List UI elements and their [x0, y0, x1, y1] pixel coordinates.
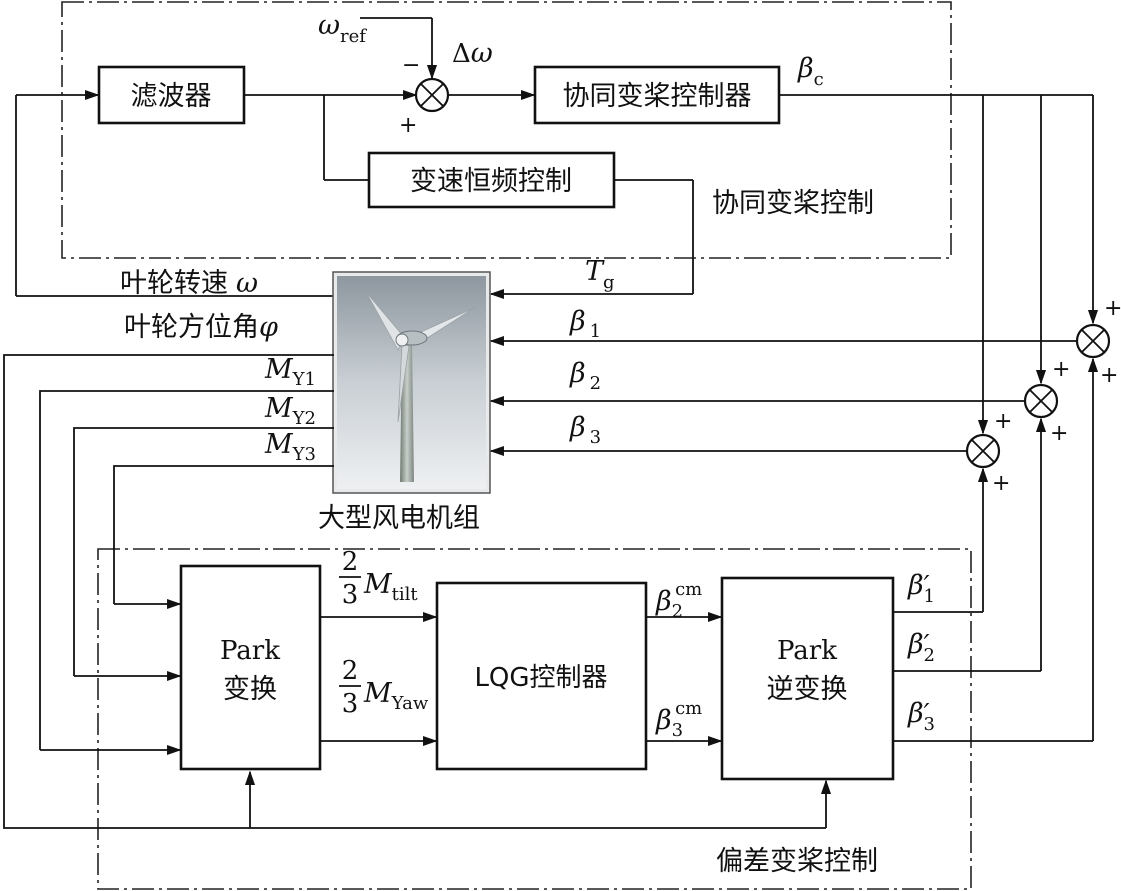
- my2-line: [73, 427, 334, 676]
- svg-text:2: 2: [342, 547, 359, 577]
- sum3-plus-bottom: +: [992, 471, 1010, 496]
- individual-pitch-region: [97, 548, 972, 890]
- my1-line: [39, 390, 334, 750]
- my3-label: MY3: [264, 429, 316, 465]
- beta-c-label: βc: [797, 53, 824, 90]
- beta3cm-label: β3cm: [655, 698, 702, 741]
- svg-text:3: 3: [342, 689, 359, 719]
- vscf-label: 变速恒频控制: [410, 166, 572, 197]
- filter-block: [97, 65, 246, 125]
- sum2-plus-bottom: +: [1050, 421, 1068, 446]
- svg-text:Mtilt: Mtilt: [363, 569, 418, 605]
- svg-text:3: 3: [342, 580, 359, 610]
- park-label-2: 变换: [223, 674, 277, 705]
- azimuth-feedback-line: [3, 354, 334, 829]
- beta2cm-label: β2cm: [655, 579, 702, 622]
- park-label-1: Park: [220, 636, 280, 666]
- m-yaw-label: 2 3 MYaw: [339, 656, 429, 719]
- speed-error-summer: [414, 77, 450, 113]
- my3-line: [113, 465, 334, 604]
- wind-turbine-image: [332, 271, 491, 494]
- sum1-plus-bottom: +: [1100, 363, 1118, 388]
- sum1-plus-top: +: [1104, 296, 1121, 321]
- inverse-park-label-2: 逆变换: [767, 674, 848, 705]
- park-block: [179, 564, 322, 771]
- plus-sign: +: [399, 113, 417, 138]
- individual-pitch-title: 偏差变桨控制: [716, 846, 878, 877]
- svg-text:2: 2: [342, 656, 359, 686]
- pitch-summer-3: [965, 433, 1001, 469]
- turbine-label: 大型风电机组: [318, 503, 480, 534]
- beta1p-label: β′1: [907, 570, 935, 607]
- m-tilt-label: 2 3 Mtilt: [339, 547, 418, 610]
- omega-ref-label: ωref: [318, 10, 367, 47]
- inverse-park-label-1: Park: [777, 636, 837, 666]
- svg-text:MYaw: MYaw: [363, 678, 429, 714]
- vscf-block: [367, 151, 616, 209]
- collective-pitch-region: [61, 1, 952, 259]
- delta-omega-label: Δω: [452, 38, 493, 69]
- collective-pitch-title: 协同变桨控制: [712, 188, 874, 219]
- lqg-label: LQG控制器: [474, 663, 607, 693]
- minus-sign: −: [402, 53, 420, 78]
- inverse-park-block: [720, 576, 895, 781]
- beta3p-label: β′3: [907, 698, 935, 735]
- sum3-plus-top: +: [994, 409, 1012, 434]
- lqg-block: [435, 581, 648, 771]
- my1-label: MY1: [264, 354, 316, 390]
- sum2-plus-top: +: [1052, 357, 1070, 382]
- filter-label: 滤波器: [131, 81, 212, 112]
- my2-label: MY2: [264, 393, 316, 429]
- beta2p-label: β′2: [907, 629, 935, 666]
- pitch-summer-1: [1075, 323, 1111, 359]
- tg-label: Tg: [585, 256, 615, 293]
- pitch-summer-2: [1023, 383, 1059, 419]
- pitch-controller-label: 协同变桨控制器: [563, 81, 752, 112]
- azimuth-label: 叶轮方位角φ: [124, 312, 278, 343]
